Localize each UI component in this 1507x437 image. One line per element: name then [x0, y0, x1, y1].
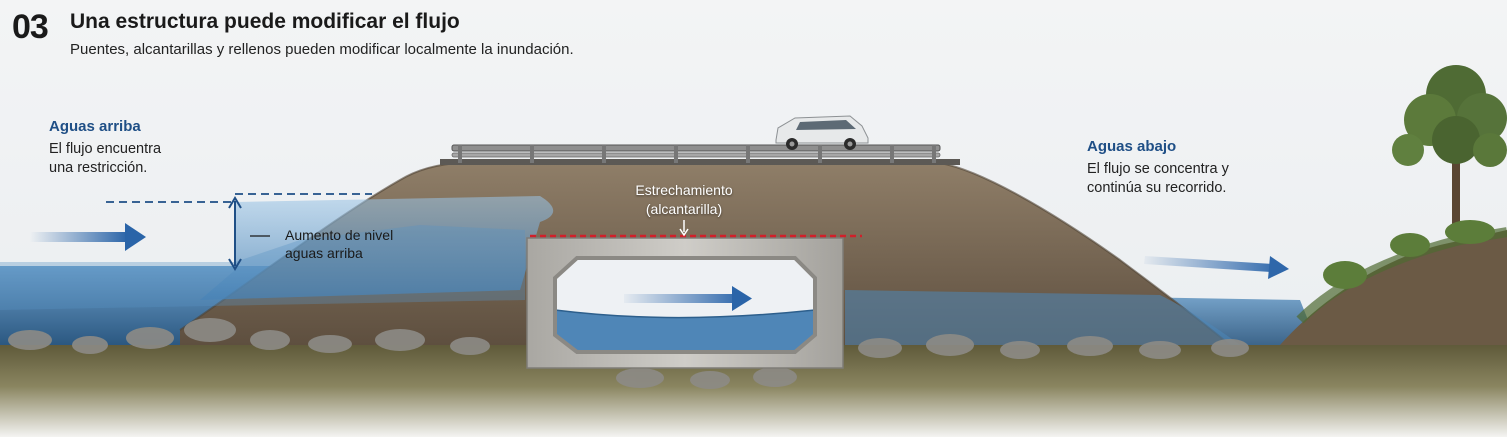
upstream-callout: Aguas arriba El flujo encuentra una rest… [49, 118, 161, 178]
shrubs [1323, 220, 1495, 289]
level-rise-label: Aumento de nivel aguas arriba [285, 226, 393, 262]
downstream-text-line: El flujo se concentra y [1087, 161, 1229, 177]
level-rise-line: Aumento de nivel [285, 227, 394, 243]
right-riverbank [1280, 230, 1507, 360]
riprap-rocks [8, 318, 1249, 389]
downstream-callout: Aguas abajo El flujo se concentra y cont… [1087, 138, 1229, 198]
section-number: 03 [12, 8, 49, 46]
tree-icon [1392, 65, 1507, 230]
downstream-heading: Aguas abajo [1087, 138, 1177, 155]
downstream-water [845, 290, 1240, 345]
page-subtitle: Puentes, alcantarillas y rellenos pueden… [70, 41, 574, 58]
flow-arrow-icon [624, 286, 752, 311]
constriction-line-text: (alcantarilla) [645, 201, 723, 217]
upstream-text-line: El flujo encuentra [49, 141, 162, 157]
upstream-text-line: una restricción. [49, 160, 148, 176]
culvert-box [526, 237, 844, 369]
upstream-heading: Aguas arriba [49, 118, 141, 135]
level-rise-line: aguas arriba [285, 245, 363, 261]
page-title: Una estructura puede modificar el flujo [70, 10, 460, 33]
flow-arrow-icon [30, 223, 146, 251]
flow-arrow-icon [1144, 256, 1289, 279]
guardrail-icon [440, 144, 960, 165]
downstream-text-line: continúa su recorrido. [1087, 180, 1227, 196]
culvert-water [555, 310, 815, 352]
vehicle-icon [775, 115, 869, 150]
upstream-ponded-water [200, 196, 554, 300]
constriction-line-text: Estrechamiento [635, 182, 733, 198]
constriction-label: Estrechamiento (alcantarilla) [584, 181, 784, 219]
